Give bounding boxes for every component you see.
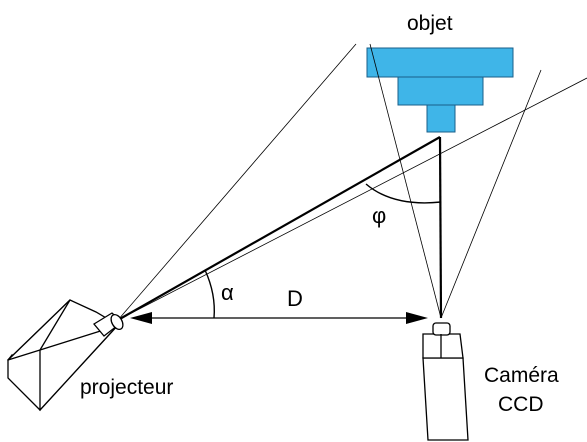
camera-label-line2: CCD bbox=[498, 393, 544, 416]
alpha-angle-arc bbox=[204, 269, 215, 319]
distance-arrowhead-left bbox=[130, 312, 152, 324]
distance-arrowhead-right bbox=[406, 312, 428, 324]
projector-device bbox=[7, 299, 124, 412]
camera-device bbox=[422, 322, 469, 441]
projector-beam-lines bbox=[117, 43, 587, 321]
object-bottom-block bbox=[426, 104, 456, 133]
camera-view-right bbox=[440, 69, 542, 319]
distance-label: D bbox=[287, 286, 303, 311]
object-label: objet bbox=[407, 12, 453, 35]
distance-arrow bbox=[130, 312, 428, 324]
object-middle-block bbox=[397, 76, 484, 106]
projector-beam-lower bbox=[117, 77, 587, 321]
projector-ray-to-object bbox=[117, 136, 441, 321]
phi-angle-arc bbox=[365, 183, 442, 204]
object-shape bbox=[366, 47, 514, 133]
alpha-angle-label: α bbox=[221, 280, 234, 305]
projector-lens-front bbox=[110, 313, 124, 331]
camera-label-line1: Caméra bbox=[484, 364, 559, 387]
camera-view-lines bbox=[369, 43, 542, 319]
phi-angle-label: φ bbox=[372, 203, 386, 228]
camera-body-top bbox=[422, 333, 464, 359]
camera-lens bbox=[432, 322, 451, 336]
camera-body-front bbox=[422, 357, 469, 441]
camera-view-left bbox=[369, 43, 442, 319]
object-top-block bbox=[366, 47, 514, 78]
projector-beam-upper bbox=[117, 43, 357, 321]
camera-ray-to-object bbox=[438, 136, 443, 319]
projector-label: projecteur bbox=[80, 376, 173, 399]
